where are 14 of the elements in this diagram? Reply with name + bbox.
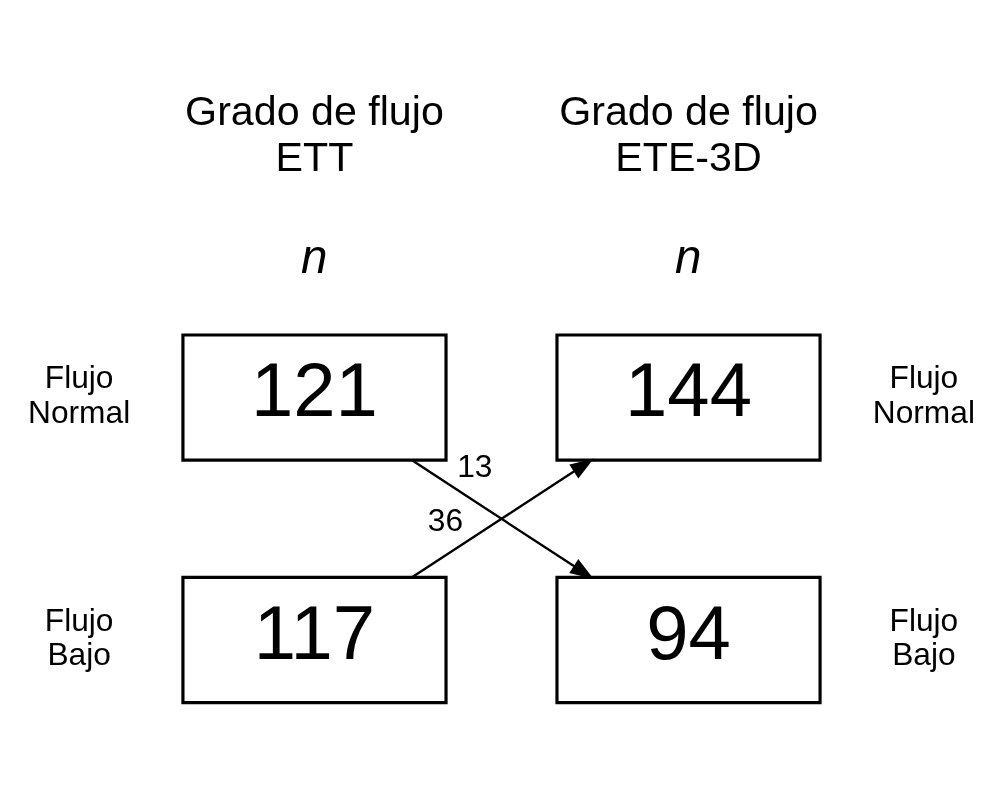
node-label: Flujo Normal bbox=[872, 358, 975, 430]
edge-label: 36 bbox=[427, 501, 464, 538]
label: Grado de flujo ETT bbox=[185, 87, 444, 180]
node-box: 144 bbox=[555, 332, 822, 462]
node-label: Flujo Bajo bbox=[889, 601, 959, 672]
node-box: 117 bbox=[181, 575, 448, 704]
node-label: Flujo Bajo bbox=[44, 601, 114, 672]
node-label: Flujo Normal bbox=[28, 358, 131, 430]
edge-label: 13 bbox=[457, 447, 493, 484]
label: Grado de flujo ETE-3D bbox=[559, 87, 818, 180]
label: n bbox=[301, 229, 328, 283]
node-box: 94 bbox=[555, 575, 822, 704]
node-box: 121 bbox=[181, 332, 448, 462]
label: n bbox=[675, 229, 702, 283]
